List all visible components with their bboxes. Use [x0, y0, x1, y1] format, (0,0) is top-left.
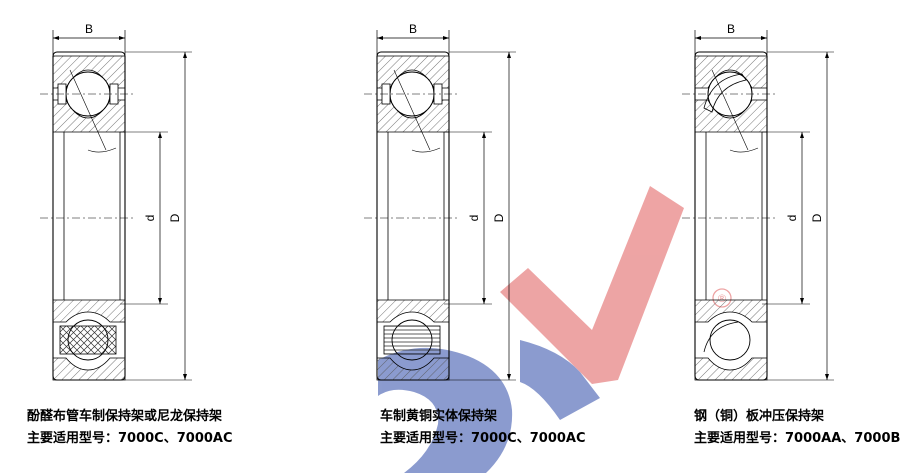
watermark-red-shape [500, 186, 684, 384]
applicable-models-label: 主要适用型号：7000C、7000AC [380, 431, 586, 446]
bearing-diagram-3: B d D [682, 22, 834, 381]
bore-label-d: d [785, 215, 799, 222]
caption-diagram-2: 车制黄铜实体保持架 主要适用型号：7000C、7000AC [380, 406, 586, 450]
width-label-b: B [85, 22, 93, 36]
bore-label-d: d [467, 215, 481, 222]
cage-type-label: 车制黄铜实体保持架 [380, 409, 498, 424]
width-label-b: B [409, 22, 417, 36]
width-label-b: B [727, 22, 735, 36]
caption-diagram-1: 酚醛布管车制保持架或尼龙保持架 主要适用型号：7000C、7000AC [27, 406, 233, 450]
applicable-models-label: 主要适用型号：7000C、7000AC [27, 431, 233, 446]
bore-label-d: d [143, 215, 157, 222]
watermark-registered-mark: ® [717, 292, 728, 305]
caption-diagram-3: 钢（铜）板冲压保持架 主要适用型号：7000AA、7000B [694, 406, 900, 450]
cage-type-label: 酚醛布管车制保持架或尼龙保持架 [27, 409, 223, 424]
bearing-diagram-1: B d D [40, 22, 192, 381]
outer-diameter-label-D: D [168, 213, 182, 222]
applicable-models-label: 主要适用型号：7000AA、7000B [694, 431, 901, 446]
bearing-diagram-2: B d D [364, 22, 516, 381]
outer-diameter-label-D: D [492, 213, 506, 222]
outer-diameter-label-D: D [810, 213, 824, 222]
cage-type-label: 钢（铜）板冲压保持架 [694, 409, 825, 424]
